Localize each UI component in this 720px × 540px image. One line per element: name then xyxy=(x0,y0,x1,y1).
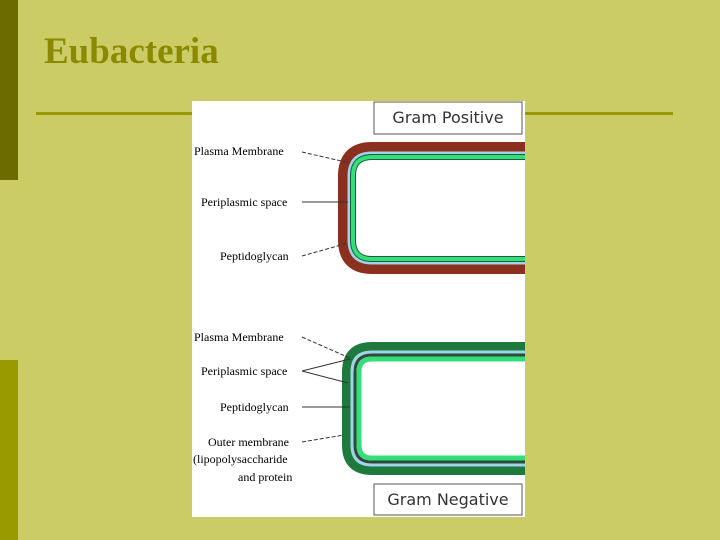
gram-negative-label-outer-membrane: Outer membrane xyxy=(208,435,289,449)
accent-bar-bottom xyxy=(0,360,18,540)
slide-title: Eubacteria xyxy=(44,30,219,73)
gram-positive-label-plasma-membrane: Plasma Membrane xyxy=(194,144,284,158)
title-rule-left xyxy=(36,112,192,115)
cell-wall-diagram: Gram Positive Plasma Membrane Periplasmi… xyxy=(192,101,525,517)
gram-positive-label-peptidoglycan: Peptidoglycan xyxy=(220,249,289,263)
title-rule-right xyxy=(525,112,673,115)
gram-negative-label-plasma-membrane: Plasma Membrane xyxy=(194,330,284,344)
gram-negative-title: Gram Negative xyxy=(387,490,508,509)
gram-positive-label-periplasmic-space: Periplasmic space xyxy=(201,195,287,209)
gram-negative-label-and-protein: and protein xyxy=(238,470,292,484)
gram-positive-title: Gram Positive xyxy=(392,108,503,127)
gram-negative-label-peptidoglycan: Peptidoglycan xyxy=(220,400,289,414)
accent-bar-top xyxy=(0,0,18,180)
gram-negative-label-periplasmic-space: Periplasmic space xyxy=(201,364,287,378)
gram-negative-label-lipopolysaccharide: (lipopolysaccharide xyxy=(193,452,288,466)
